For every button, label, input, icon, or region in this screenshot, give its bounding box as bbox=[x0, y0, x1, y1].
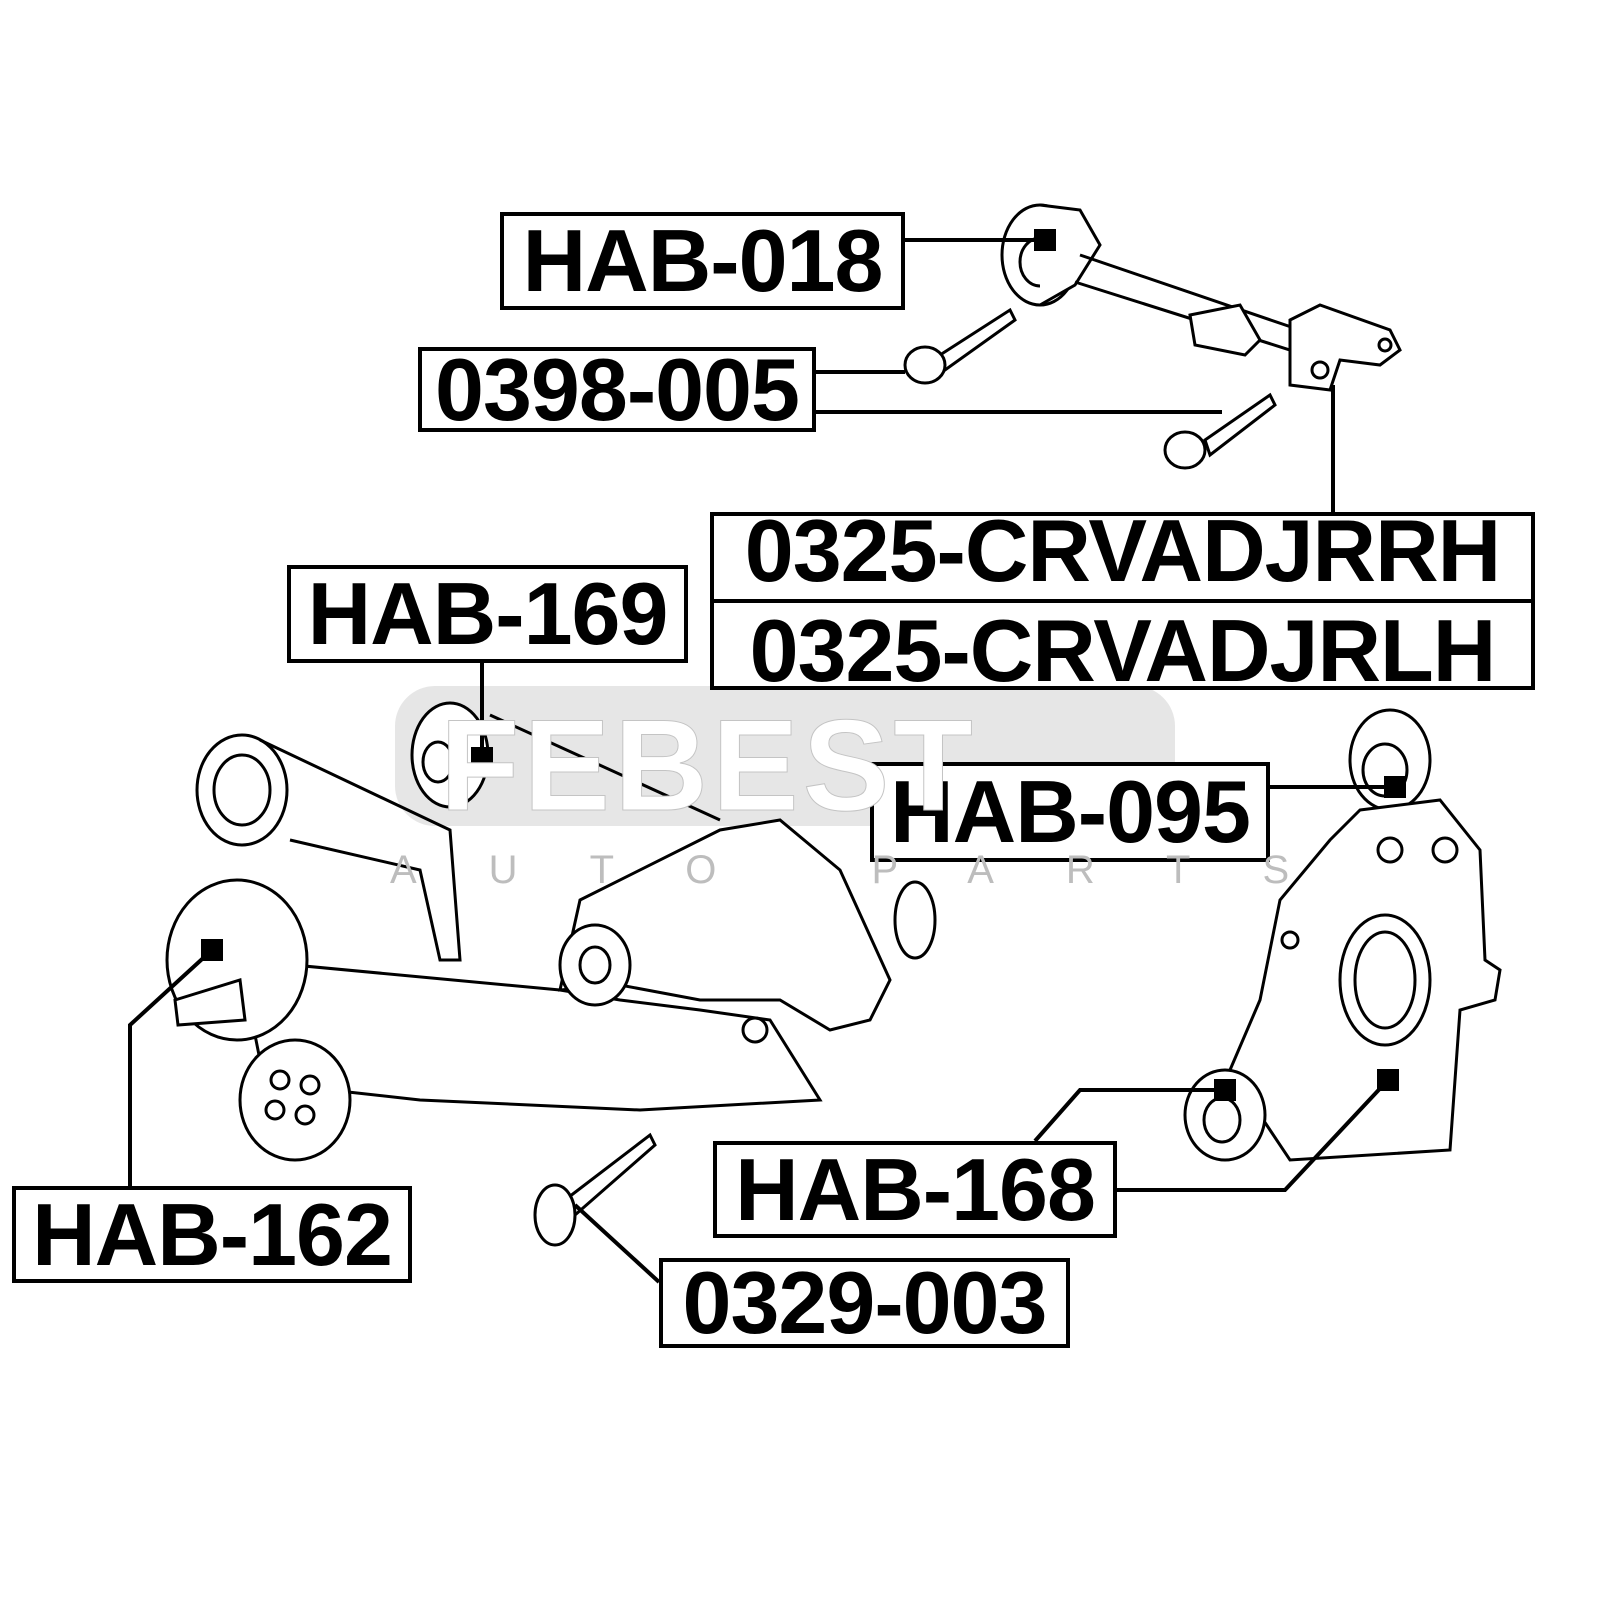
label-hab-169: HAB-169 bbox=[287, 565, 688, 663]
label-0325-crvadjrlh: 0325-CRVADJRLH bbox=[714, 599, 1531, 699]
bolt-bottom bbox=[533, 1132, 657, 1247]
label-0398-005: 0398-005 bbox=[418, 345, 816, 433]
label-0325-crvadjrrh: 0325-CRVADJRRH bbox=[744, 501, 1501, 600]
bolt-upper bbox=[903, 307, 1017, 385]
label-hab-018: HAB-018 bbox=[500, 212, 905, 310]
bolt-lower bbox=[1163, 392, 1277, 470]
label-hab-095: HAB-095 bbox=[870, 762, 1270, 862]
trailing-arm bbox=[165, 701, 937, 1162]
leader-lines bbox=[128, 238, 1395, 1284]
knuckle bbox=[1183, 708, 1502, 1162]
label-hab-162: HAB-162 bbox=[12, 1186, 412, 1283]
adjustable-arm bbox=[1000, 203, 1402, 392]
label-0325-crvadjr: 0325-CRVADJRRH 0325-CRVADJRLH bbox=[710, 507, 1535, 695]
label-hab-168: HAB-168 bbox=[713, 1141, 1117, 1238]
label-0329-003: 0329-003 bbox=[659, 1258, 1070, 1348]
leader-markers bbox=[201, 229, 1406, 1101]
